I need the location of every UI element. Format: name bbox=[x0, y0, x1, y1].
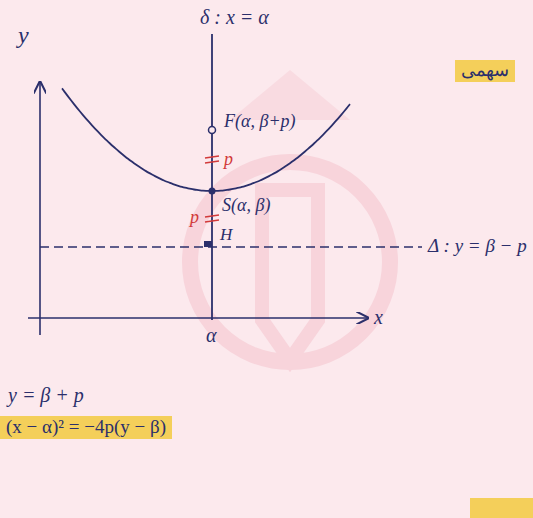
equation-label: y = β + p bbox=[8, 384, 84, 406]
axis-label: x bbox=[374, 306, 383, 328]
x-axis bbox=[28, 317, 368, 319]
parabola-curve bbox=[62, 88, 350, 191]
y-axis bbox=[39, 82, 41, 335]
axis-equation: δ : x = α bbox=[200, 6, 269, 28]
vertex-label: S(α, β) bbox=[222, 196, 270, 216]
highlight-mark bbox=[470, 498, 533, 518]
directrix-label: Δ : y = β − p bbox=[428, 236, 527, 257]
distance-label: p bbox=[190, 208, 199, 228]
axis-value: α bbox=[206, 324, 217, 346]
equal-ticks bbox=[205, 156, 219, 222]
directrix bbox=[40, 246, 422, 247]
symmetry-axis bbox=[211, 34, 213, 320]
heading-note: سهمی bbox=[455, 60, 515, 82]
point-label: H bbox=[220, 226, 232, 245]
focus-point bbox=[209, 127, 216, 134]
focus-label: F(α, β+p) bbox=[224, 112, 296, 132]
vertex-point bbox=[209, 188, 216, 195]
distance-label: p bbox=[224, 150, 233, 170]
parabola-equation: (x − α)² = −4p(y − β) bbox=[0, 416, 172, 439]
right-angle-mark bbox=[204, 241, 212, 247]
axis-label: y bbox=[18, 22, 29, 48]
